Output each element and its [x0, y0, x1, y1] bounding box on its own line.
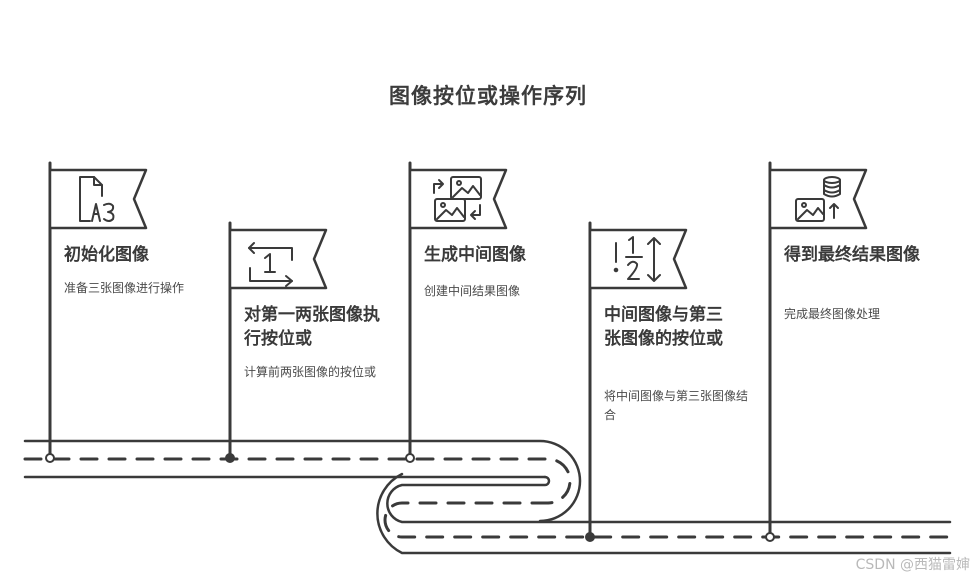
- pole-base-2: [225, 453, 235, 463]
- road-center-dash-loop: [383, 501, 952, 539]
- pole-base-1: [45, 453, 55, 463]
- flag-1: [48, 168, 148, 230]
- step-1-desc: 准备三张图像进行操作: [64, 281, 185, 295]
- step-2-title: 对第一两张图像执行按位或: [244, 305, 380, 349]
- a3-document-icon: [79, 176, 115, 222]
- fraction-sort-icon: [613, 236, 661, 282]
- pole-base-4: [585, 532, 595, 542]
- flag-4: [588, 228, 688, 290]
- pole-base-5: [765, 532, 775, 542]
- road-border-inner-loop: [386, 475, 952, 524]
- step-3-title: 生成中间图像: [424, 245, 526, 265]
- watermark: CSDN @西猫雷婶: [855, 557, 970, 573]
- step-5-desc: 完成最终图像处理: [784, 307, 881, 321]
- step-3-desc: 创建中间结果图像: [424, 284, 521, 298]
- step-2-desc: 计算前两张图像的按位或: [244, 365, 377, 379]
- pole-base-3: [405, 453, 415, 463]
- road-border-top: [23, 439, 582, 523]
- road-center-dash-top: [23, 457, 572, 505]
- image-database-icon: [795, 176, 841, 222]
- diagram-title: 图像按位或操作序列: [389, 84, 587, 108]
- repeat-one-icon: [248, 242, 293, 287]
- step-1-title: 初始化图像: [64, 245, 149, 265]
- step-5-title: 得到最终结果图像: [784, 245, 920, 265]
- image-swap-icon: [433, 176, 482, 222]
- road-border-lower-left: [376, 472, 952, 555]
- step-4-desc: 将中间图像与第三张图像结合: [604, 389, 749, 422]
- step-4-title: 中间图像与第三张图像的按位或: [604, 305, 723, 349]
- flag-2: [228, 228, 328, 290]
